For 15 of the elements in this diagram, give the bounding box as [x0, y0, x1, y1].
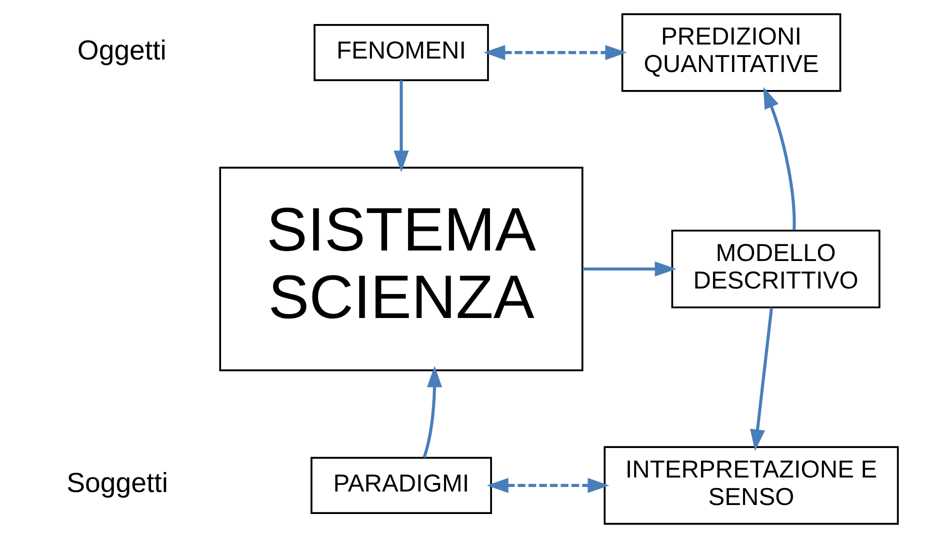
arrow — [394, 80, 409, 172]
arrow — [484, 45, 627, 60]
label: Soggetti — [66, 467, 168, 498]
arrow — [582, 261, 676, 277]
arrow — [763, 86, 796, 230]
node-box: PREDIZIONI QUANTITATIVE — [621, 13, 842, 92]
arrow — [486, 478, 610, 493]
arrow — [750, 308, 774, 452]
node-box: INTERPRETAZIONE E SENSO — [604, 446, 899, 525]
node-box: MODELLO DESCRITTIVO — [671, 230, 880, 308]
node-box: SISTEMA SCIENZA — [219, 166, 584, 372]
node-box: PARADIGMI — [310, 456, 492, 514]
node-box: FENOMENI — [314, 24, 489, 82]
label: Oggetti — [77, 34, 166, 66]
arrow — [422, 366, 442, 458]
